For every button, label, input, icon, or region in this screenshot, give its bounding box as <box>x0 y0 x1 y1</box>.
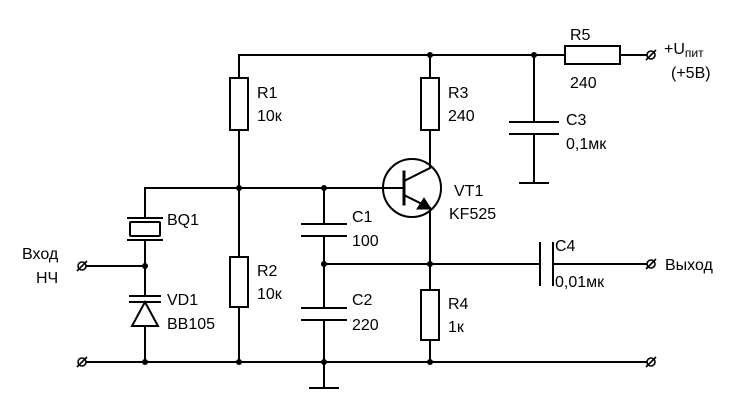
capacitor-icon <box>539 242 554 286</box>
r2-value-label: 10к <box>257 286 283 303</box>
r3-ref-label: R3 <box>448 85 469 102</box>
c2-ref-label: C2 <box>352 292 373 309</box>
junction-dot <box>427 261 433 267</box>
r2-ref-label: R2 <box>257 263 278 280</box>
power-label-sub: пит <box>685 46 704 60</box>
resistor-icon <box>564 45 621 65</box>
input-sub-label: НЧ <box>36 270 58 287</box>
output-label: Выход <box>665 257 714 274</box>
input-label: Вход <box>22 246 59 263</box>
varicap-diode-icon <box>129 295 161 327</box>
terminals <box>76 49 657 368</box>
junction-dot <box>142 263 148 269</box>
vd1-ref-label: VD1 <box>167 292 198 309</box>
terminal-icon <box>76 356 88 368</box>
labels: R5 240 +Uпит (+5В) R1 10к R3 240 C3 0,1м… <box>22 27 714 336</box>
r1-ref-label: R1 <box>257 85 278 102</box>
terminal-icon <box>645 258 657 270</box>
capacitor-icon <box>301 307 347 321</box>
c4-ref-label: C4 <box>555 238 576 255</box>
junction-dot <box>142 359 148 365</box>
junction-dot <box>531 52 537 58</box>
r4-value-label: 1к <box>448 319 465 336</box>
junction-dot <box>427 52 433 58</box>
c2-value-label: 220 <box>352 317 379 334</box>
terminal-icon <box>645 356 657 368</box>
npn-transistor-icon <box>382 158 442 218</box>
r5-ref-label: R5 <box>570 27 591 44</box>
resistor-icon <box>420 77 440 131</box>
junction-dot <box>321 261 327 267</box>
capacitor-icon <box>301 223 347 237</box>
r1-value-label: 10к <box>257 108 283 125</box>
c1-ref-label: C1 <box>352 209 373 226</box>
resistor-icon <box>420 289 440 341</box>
crystal-icon <box>127 217 163 241</box>
power-terminal-label: +Uпит <box>664 41 704 60</box>
r5-value-label: 240 <box>570 75 597 92</box>
c4-value-label: 0,01мк <box>555 274 605 291</box>
junction-dot <box>321 359 327 365</box>
junction-dot <box>321 185 327 191</box>
vt1-type-label: KF525 <box>449 206 496 223</box>
vt1-ref-label: VT1 <box>454 183 483 200</box>
bq1-ref-label: BQ1 <box>167 212 199 229</box>
c3-ref-label: C3 <box>566 112 587 129</box>
junctions <box>142 52 537 365</box>
c1-value-label: 100 <box>352 233 379 250</box>
vd1-type-label: BB105 <box>167 316 215 333</box>
power-voltage-label: (+5В) <box>671 65 711 82</box>
junction-dot <box>236 359 242 365</box>
r4-ref-label: R4 <box>448 296 469 313</box>
capacitor-icon <box>509 121 559 135</box>
c3-value-label: 0,1мк <box>566 136 607 153</box>
c3-branch-wire <box>519 54 549 184</box>
power-label-main: +U <box>664 41 685 58</box>
terminal-icon <box>645 49 657 61</box>
resistor-icon <box>229 77 249 131</box>
resistor-icon <box>229 256 249 308</box>
junction-dot <box>236 185 242 191</box>
terminal-icon <box>76 260 88 272</box>
r3-value-label: 240 <box>448 108 475 125</box>
junction-dot <box>427 359 433 365</box>
